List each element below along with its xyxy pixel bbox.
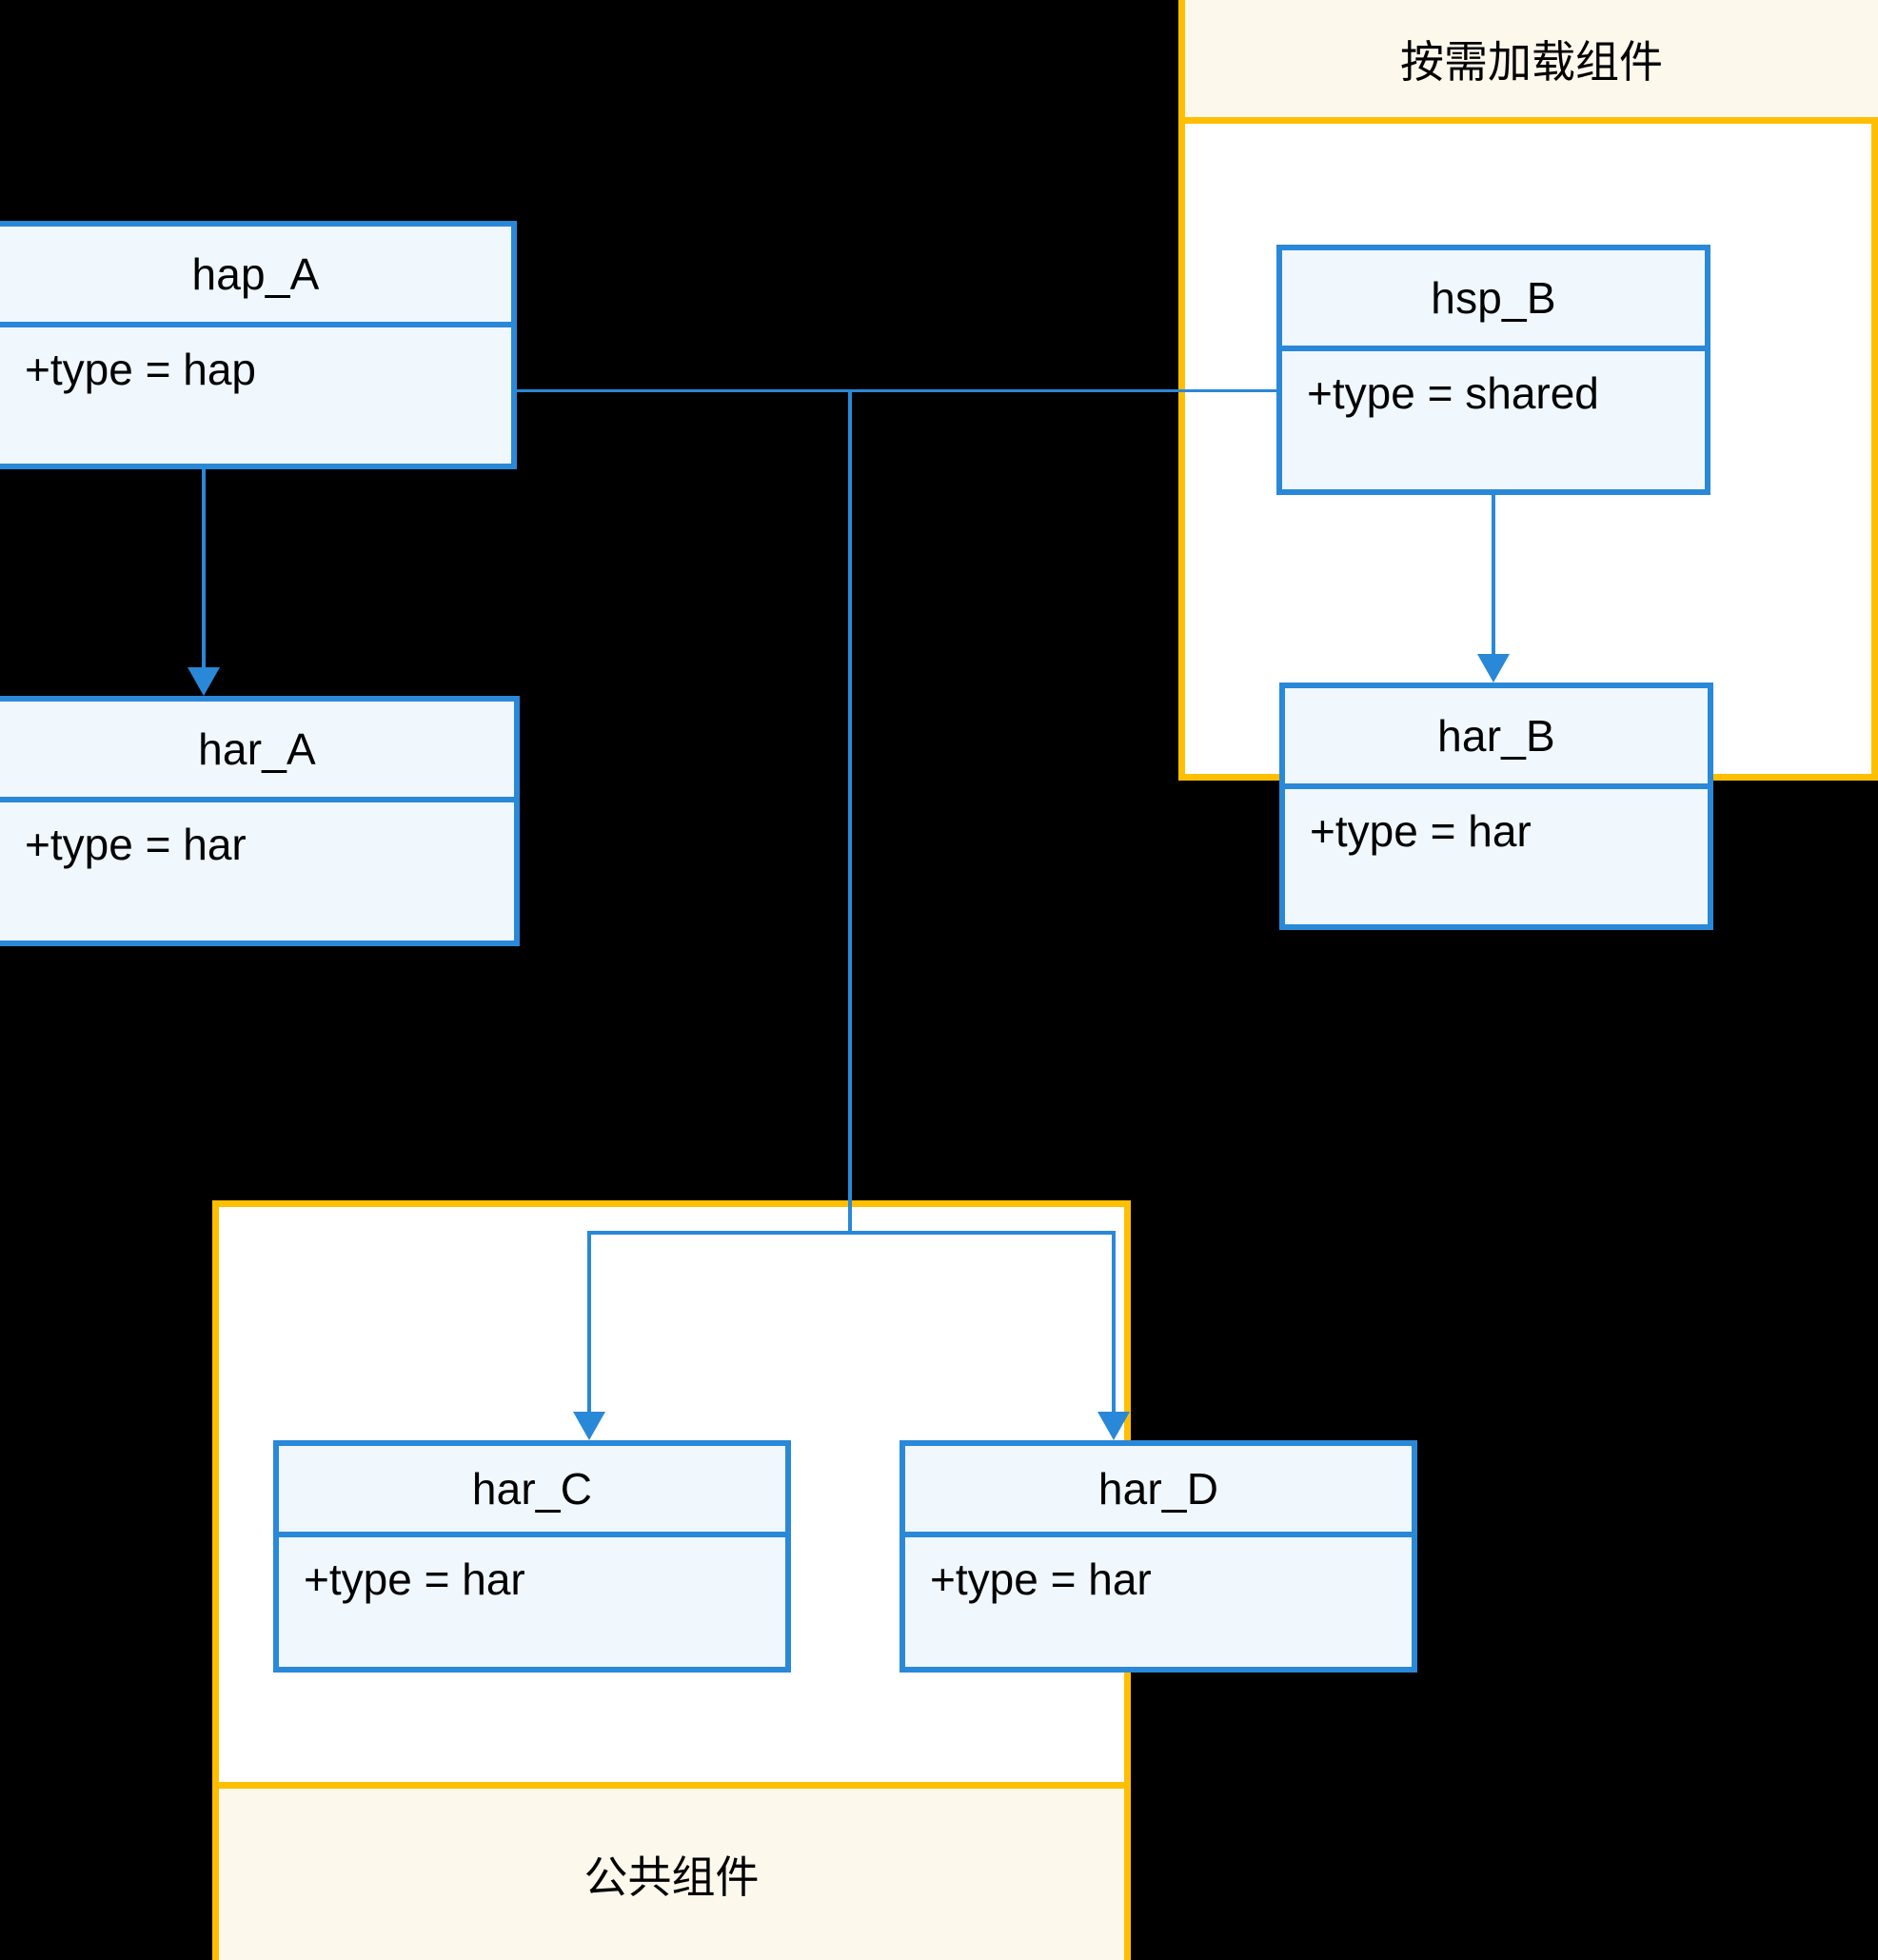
edge-hap-a-to-har-a xyxy=(202,469,206,667)
class-box-har-a[interactable]: har_A +type = har xyxy=(0,696,520,946)
class-name-har-d: har_D xyxy=(905,1446,1412,1537)
class-box-har-c[interactable]: har_C +type = har xyxy=(273,1440,791,1673)
arrowhead-har-c xyxy=(573,1412,605,1440)
package-common-components-title: 公共组件 xyxy=(583,1852,760,1902)
package-on-demand-components-title: 按需加载组件 xyxy=(1400,36,1663,87)
edge-hsp-b-to-har-b xyxy=(1492,495,1495,654)
edge-branch-to-har-c xyxy=(587,1231,591,1412)
arrowhead-har-b xyxy=(1477,654,1510,683)
class-box-hsp-b[interactable]: hsp_B +type = shared xyxy=(1276,245,1710,495)
edge-trunk-vertical xyxy=(848,389,852,1233)
arrowhead-har-a xyxy=(188,667,220,696)
class-attributes-har-a: +type = har xyxy=(25,820,247,869)
edge-branch-horizontal xyxy=(587,1231,1116,1235)
class-name-hsp-b: hsp_B xyxy=(1282,250,1705,351)
class-attributes-har-c: +type = har xyxy=(304,1554,525,1604)
class-name-har-b: har_B xyxy=(1285,688,1708,789)
edge-branch-to-har-d xyxy=(1112,1231,1116,1412)
arrowhead-har-d xyxy=(1097,1412,1130,1440)
class-name-har-c: har_C xyxy=(279,1446,785,1537)
class-box-hap-a[interactable]: hap_A +type = hap xyxy=(0,221,517,469)
package-common-components-label: 公共组件 xyxy=(219,1782,1124,1960)
class-attributes-har-b: +type = har xyxy=(1310,806,1532,856)
class-name-har-a: har_A xyxy=(0,702,514,802)
class-box-har-d[interactable]: har_D +type = har xyxy=(899,1440,1417,1673)
class-attributes-hsp-b: +type = shared xyxy=(1307,368,1599,418)
edge-hap-a-to-hsp-b xyxy=(517,389,1278,392)
class-box-har-b[interactable]: har_B +type = har xyxy=(1279,683,1713,930)
class-name-hap-a: hap_A xyxy=(0,227,511,327)
class-attributes-hap-a: +type = hap xyxy=(25,345,256,394)
package-on-demand-components-label: 按需加载组件 xyxy=(1185,0,1878,124)
class-attributes-har-d: +type = har xyxy=(930,1554,1152,1604)
